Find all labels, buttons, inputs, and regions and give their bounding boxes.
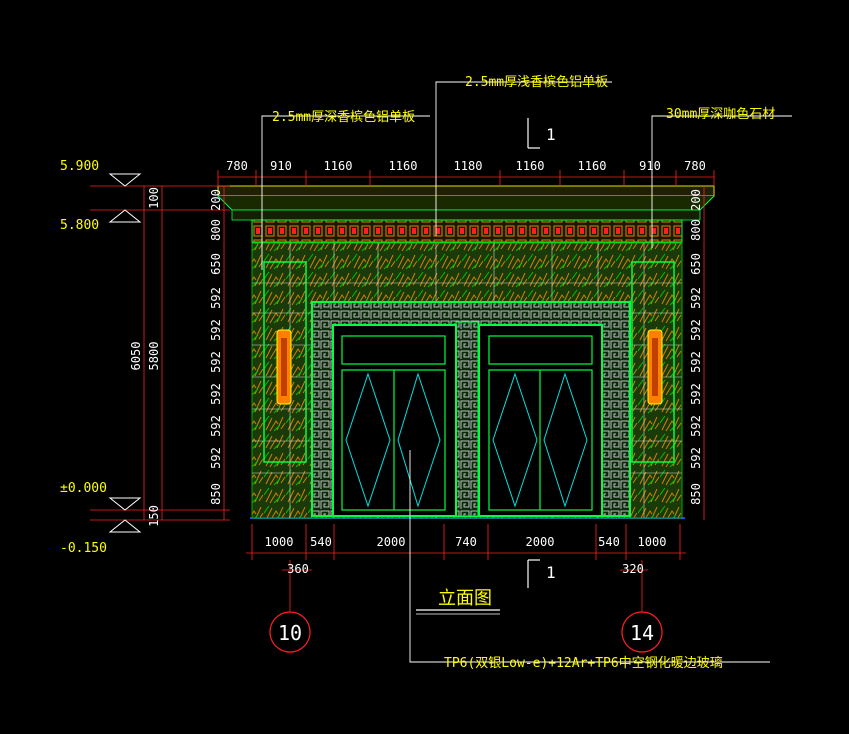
- right-dim-5: 592: [689, 351, 703, 373]
- elev-5900: 5.900: [60, 159, 99, 174]
- right-dim-3: 592: [689, 287, 703, 309]
- right-dim-7: 592: [689, 415, 703, 437]
- left-dim-5: 592: [209, 319, 223, 341]
- bottom-dim-6: 1000: [638, 535, 667, 549]
- sub-dim-1: 320: [622, 562, 644, 576]
- left-dim-0: 100: [147, 187, 161, 209]
- sub-dim-0: 360: [287, 562, 309, 576]
- left-door: [332, 324, 457, 517]
- left-dim-2: 800: [209, 219, 223, 241]
- elev-5800: 5.800: [60, 218, 99, 233]
- elev-0000: ±0.000: [60, 481, 107, 496]
- right-dim-9: 850: [689, 483, 703, 505]
- cornice-molding: [231, 209, 701, 221]
- right-dim-0: 200: [689, 189, 703, 211]
- left-vert-dim-line: [90, 185, 230, 521]
- left-dim-1: 200: [209, 189, 223, 211]
- section-mark-top: 1: [546, 125, 556, 144]
- bottom-dim-1: 540: [310, 535, 332, 549]
- right-side-panel: [631, 261, 675, 463]
- elevation-markers: [108, 173, 142, 533]
- bottom-dim-5: 540: [598, 535, 620, 549]
- axis-bubble-10: [269, 611, 311, 653]
- top-dim-5: 1160: [516, 159, 545, 173]
- drawing-title: 立面图: [438, 588, 492, 609]
- right-vert-dims: 200 800 650 592 592 592 592 592 592 850: [689, 189, 703, 505]
- left-dim-11: 150: [147, 505, 161, 527]
- right-dim-4: 592: [689, 319, 703, 341]
- right-door: [478, 324, 603, 517]
- top-dim-7: 910: [639, 159, 661, 173]
- center-pilaster: [455, 321, 479, 517]
- overall-dim-1: 5800: [147, 342, 161, 371]
- top-dim-8: 780: [684, 159, 706, 173]
- bottom-dim-2: 2000: [377, 535, 406, 549]
- left-dim-10: 850: [209, 483, 223, 505]
- right-dim-8: 592: [689, 447, 703, 469]
- note-top-right: 30mm厚深咖色石材: [666, 106, 775, 122]
- right-dim-6: 592: [689, 383, 703, 405]
- top-dims: 780 910 1160 1160 1180 1160 1160 910 780: [226, 159, 706, 173]
- bottom-dims: 1000 540 2000 740 2000 540 1000 360 320: [265, 535, 667, 576]
- bottom-dim-4: 2000: [526, 535, 555, 549]
- note-glass: TP6(双银Low-e)+12Ar+TP6中空钢化暖边玻璃: [444, 656, 723, 671]
- cornice-mid: [217, 195, 715, 211]
- right-dim-1: 800: [689, 219, 703, 241]
- axis-label-14: 14: [630, 621, 654, 645]
- bottom-dim-3: 740: [455, 535, 477, 549]
- left-dim-3: 650: [209, 253, 223, 275]
- bottom-dim-0: 1000: [265, 535, 294, 549]
- section-marks: [527, 118, 540, 588]
- cornice-top: [217, 185, 715, 197]
- bottom-dimension-line: [246, 524, 686, 612]
- note-top-left: 2.5mm厚深香槟色铝单板: [272, 109, 415, 125]
- leaders: [261, 81, 792, 663]
- left-vert-dims: 100 200 800 650 592 592 592 592 592 592 …: [129, 187, 223, 527]
- note-top-center: 2.5mm厚浅香槟色铝单板: [465, 74, 608, 90]
- left-dim-6: 592: [209, 351, 223, 373]
- top-dim-2: 1160: [324, 159, 353, 173]
- top-dim-4: 1180: [454, 159, 483, 173]
- section-labels: 1 1: [546, 125, 556, 582]
- left-dim-7: 592: [209, 383, 223, 405]
- cornice-frieze: [251, 219, 683, 243]
- left-dim-8: 592: [209, 415, 223, 437]
- left-dim-4: 592: [209, 287, 223, 309]
- top-dimension-line: [217, 170, 715, 186]
- notes: 2.5mm厚浅香槟色铝单板 2.5mm厚深香槟色铝单板 30mm厚深咖色石材 T…: [272, 74, 775, 671]
- elevation-labels: 5.900 5.800 ±0.000 -0.150: [60, 159, 107, 556]
- section-mark-bottom: 1: [546, 563, 556, 582]
- axis-bubble-14: [621, 611, 663, 653]
- top-dim-6: 1160: [578, 159, 607, 173]
- elev-neg0150: -0.150: [60, 541, 107, 556]
- top-dim-3: 1160: [389, 159, 418, 173]
- top-dim-1: 910: [270, 159, 292, 173]
- axis-label-10: 10: [278, 621, 302, 645]
- left-side-panel: [263, 261, 307, 463]
- overall-dim-0: 6050: [129, 342, 143, 371]
- left-dim-9: 592: [209, 447, 223, 469]
- right-dim-2: 650: [689, 253, 703, 275]
- top-dim-0: 780: [226, 159, 248, 173]
